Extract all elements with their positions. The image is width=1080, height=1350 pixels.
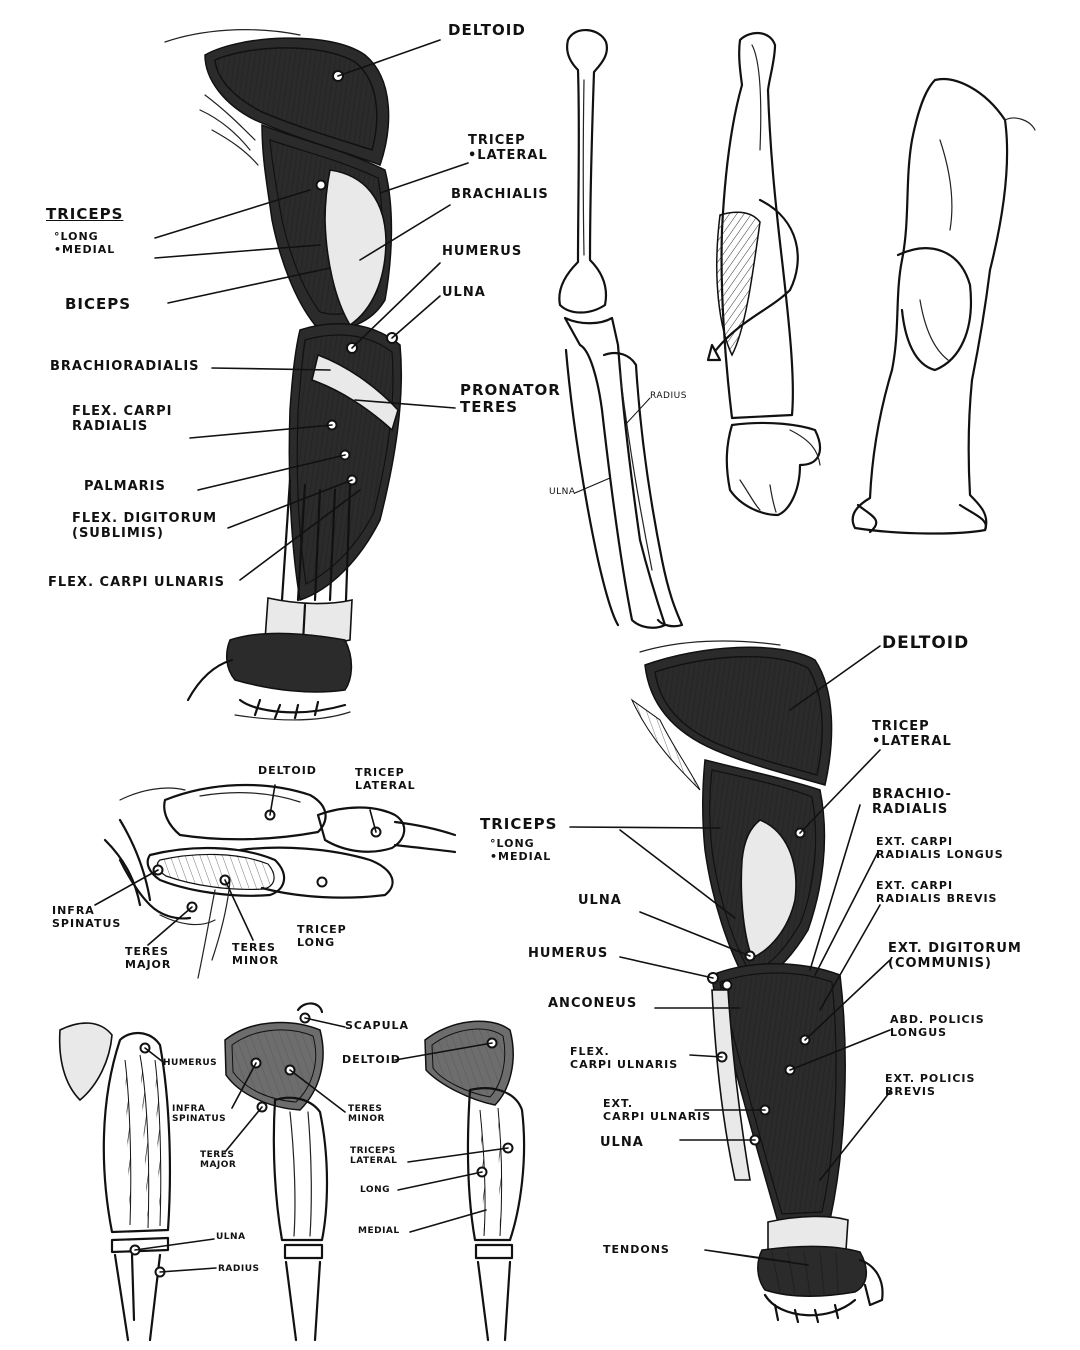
label-teres-minor-shoulder: TERES MINOR	[232, 941, 280, 967]
label-infra-spinatus-study: INFRA SPINATUS	[172, 1104, 227, 1125]
label-triceps-lateral-study: TRICEPS LATERAL	[350, 1146, 398, 1167]
label-brachioradialis: BRACHIORADIALIS	[50, 359, 200, 374]
label-ulna-front: ULNA	[442, 285, 486, 300]
label-abd-policis-longus: ABD. POLICIS LONGUS	[890, 1013, 985, 1039]
label-teres-major-study: TERES MAJOR	[200, 1150, 237, 1171]
label-tricep-long-shoulder: TRICEP LONG	[297, 923, 347, 949]
label-triceps-parts-back: °LONG •MEDIAL	[490, 837, 552, 863]
label-flex-digitorum: FLEX. DIGITORUM (SUBLIMIS)	[72, 511, 218, 541]
label-deltoid-study: DELTOID	[342, 1053, 401, 1066]
label-long-study: LONG	[360, 1185, 390, 1195]
label-deltoid-back: DELTOID	[882, 633, 970, 653]
label-ext-carpi-radialis-brevis: EXT. CARPI RADIALIS BREVIS	[876, 879, 998, 905]
label-flex-carpi-ulnaris-back: FLEX. CARPI ULNARIS	[570, 1045, 679, 1071]
label-flex-carpi-ulnaris-front: FLEX. CARPI ULNARIS	[48, 575, 226, 590]
label-teres-minor-study: TERES MINOR	[348, 1104, 385, 1125]
label-ext-digitorum: EXT. DIGITORUM (COMMUNIS)	[888, 941, 1022, 971]
shoulder-back-drawing	[94, 783, 457, 979]
label-tendons: TENDONS	[603, 1243, 670, 1256]
label-radius-study: RADIUS	[218, 1264, 260, 1274]
label-deltoid-front: DELTOID	[448, 21, 526, 39]
label-tricep-lateral-shoulder: TRICEP LATERAL	[355, 766, 416, 792]
label-ulna-study: ULNA	[216, 1232, 246, 1242]
label-ulna-upper-back: ULNA	[578, 893, 622, 908]
forearm-sketch	[706, 32, 822, 517]
label-palmaris: PALMARIS	[84, 479, 166, 494]
label-biceps: BICEPS	[65, 295, 132, 313]
arm-bones-drawing	[558, 29, 684, 629]
front-arm-drawing	[154, 29, 469, 721]
label-ext-carpi-ulnaris: EXT. CARPI ULNARIS	[603, 1097, 712, 1123]
label-deltoid-shoulder: DELTOID	[258, 764, 317, 777]
label-radius-bone: RADIUS	[650, 391, 687, 401]
label-humerus-front: HUMERUS	[442, 244, 523, 259]
arm-outline-sketch	[851, 77, 1036, 535]
label-ulna-bone: ULNA	[549, 487, 576, 497]
label-humerus-study: HUMERUS	[163, 1058, 218, 1068]
label-ext-carpi-radialis-longus: EXT. CARPI RADIALIS LONGUS	[876, 835, 1004, 861]
label-pronator-teres: PRONATOR TERES	[460, 381, 561, 417]
label-brachio-radialis: BRACHIO- RADIALIS	[872, 787, 952, 817]
label-ext-policis-brevis: EXT. POLICIS BREVIS	[885, 1072, 976, 1098]
label-anconeus: ANCONEUS	[548, 996, 638, 1011]
label-ulna-lower-back: ULNA	[600, 1135, 644, 1150]
label-triceps-parts-front: °LONG •MEDIAL	[54, 230, 116, 256]
label-tricep-lateral-front: TRICEP •LATERAL	[468, 133, 548, 163]
label-flex-carpi-radialis: FLEX. CARPI RADIALIS	[72, 404, 173, 434]
label-triceps-back: TRICEPS	[480, 815, 558, 833]
label-humerus-back: HUMERUS	[528, 946, 609, 961]
label-tricep-lateral-back: TRICEP •LATERAL	[872, 719, 952, 749]
label-teres-major-shoulder: TERES MAJOR	[125, 945, 172, 971]
label-medial-study: MEDIAL	[358, 1226, 400, 1236]
three-arm-studies	[58, 1002, 526, 1342]
label-scapula: SCAPULA	[345, 1019, 410, 1032]
label-brachialis: BRACHIALIS	[451, 187, 549, 202]
label-infra-spinatus-shoulder: INFRA SPINATUS	[52, 904, 122, 930]
label-triceps-front: TRICEPS	[46, 205, 124, 223]
back-arm-drawing	[569, 640, 891, 1324]
